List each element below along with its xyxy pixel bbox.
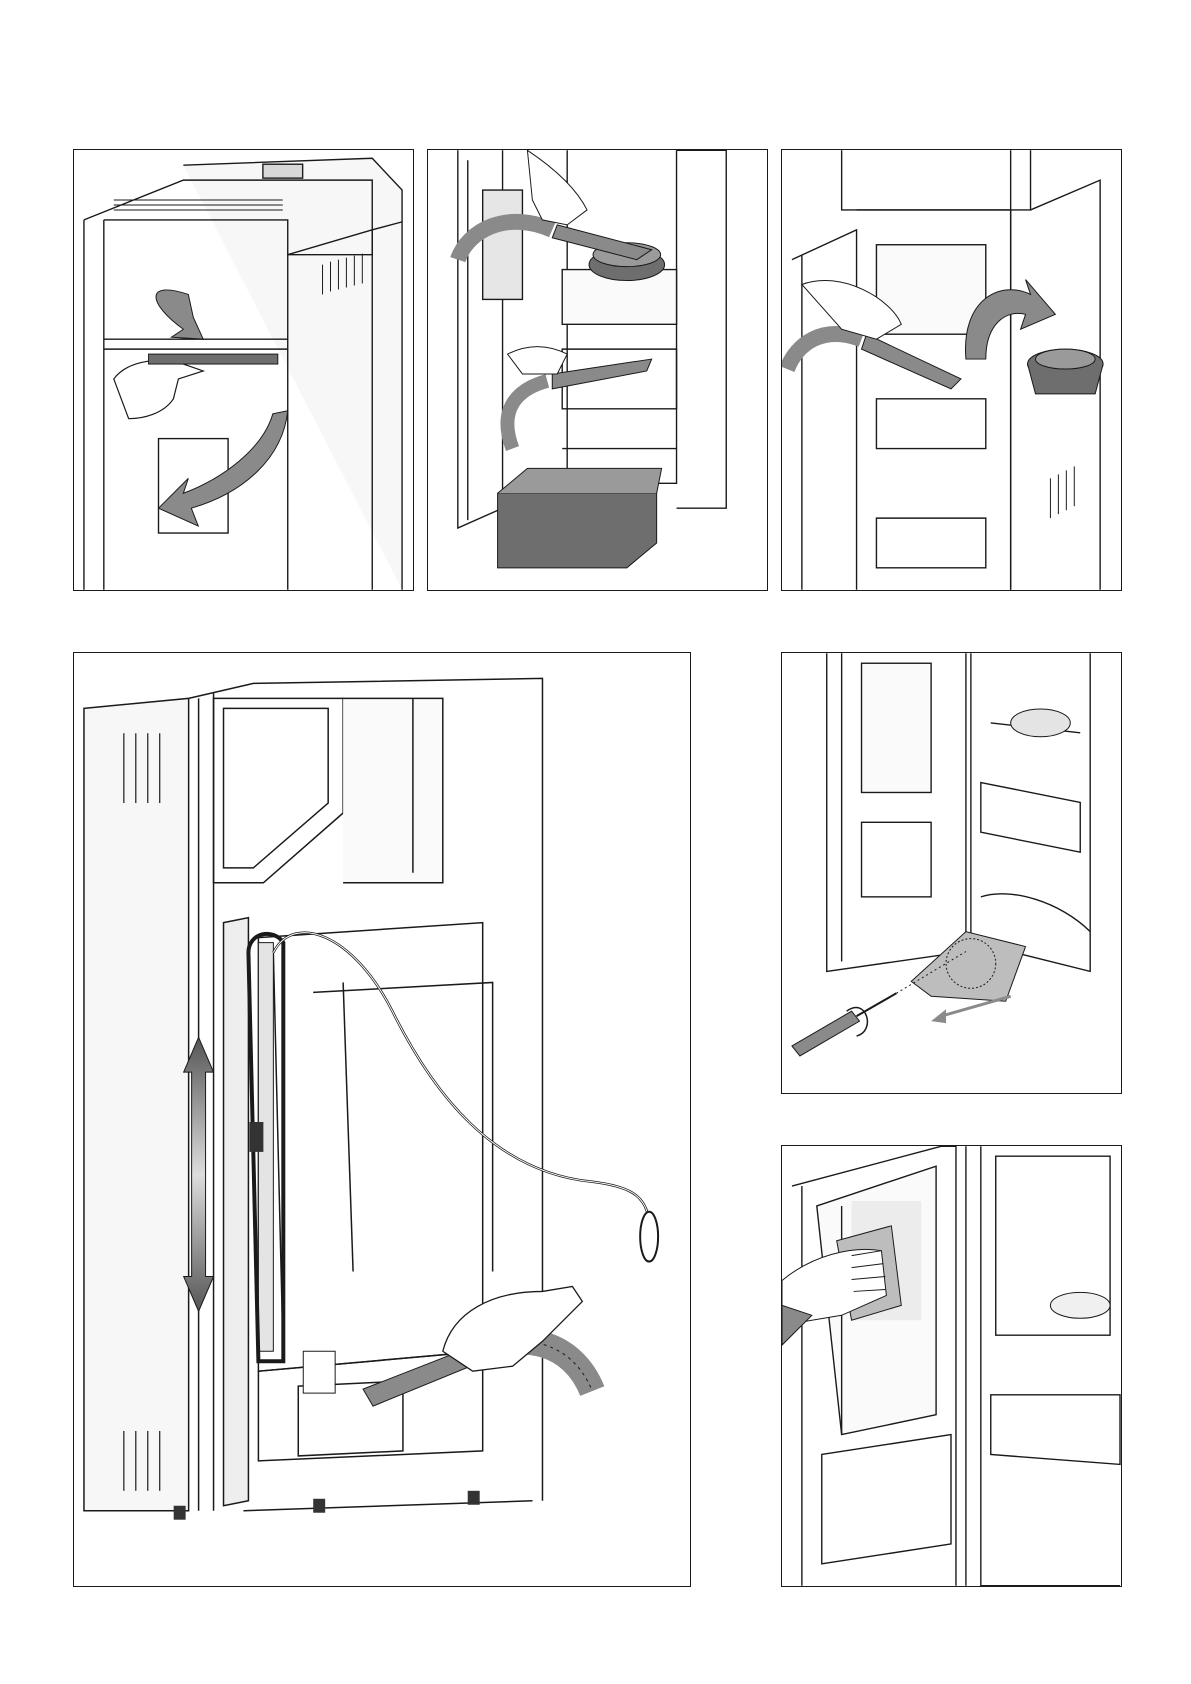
vacuum-brazier-illustration	[428, 150, 767, 590]
remove-plate-illustration	[782, 653, 1121, 1093]
clean-exchanger-illustration	[74, 653, 690, 1586]
screwdriver-icon	[792, 1011, 860, 1056]
remove-cover-illustration	[74, 150, 413, 590]
clean-glass-illustration	[782, 1146, 1121, 1586]
step-panel-remove-inspection-plate	[781, 652, 1122, 1094]
remove-brazier-illustration	[782, 150, 1121, 590]
step-panel-clean-exchanger	[73, 652, 691, 1587]
brush-handle-icon	[640, 1212, 658, 1262]
step-panel-clean-glass	[781, 1145, 1122, 1587]
step-panel-vacuum-brazier	[427, 149, 768, 591]
step-panel-remove-brazier	[781, 149, 1122, 591]
step-panel-remove-cover	[73, 149, 414, 591]
